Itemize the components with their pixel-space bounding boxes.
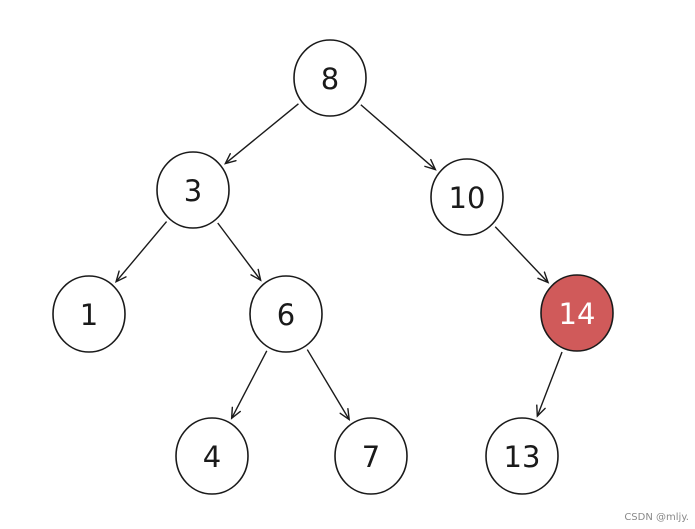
node-circle	[293, 39, 367, 117]
edge-line	[360, 104, 436, 171]
node-label: 10	[449, 181, 486, 215]
arrowhead-icon	[230, 406, 241, 420]
edge-n3-n1	[114, 221, 168, 284]
edge-line	[217, 222, 262, 281]
tree-node-4: 4	[175, 417, 249, 495]
arrowhead-icon	[339, 407, 351, 422]
tree-node-13: 13	[485, 417, 559, 495]
edge-n8-n10	[360, 104, 437, 171]
arrowhead-icon	[250, 268, 262, 282]
edge-line	[306, 349, 350, 420]
node-circle	[430, 158, 504, 236]
tree-node-8: 8	[293, 39, 367, 117]
node-label: 14	[559, 297, 596, 331]
edge-n8-n3	[224, 103, 299, 165]
node-circle	[249, 275, 323, 353]
arrowhead-icon	[424, 158, 437, 171]
tree-node-14: 14	[540, 274, 614, 352]
node-circle	[485, 417, 559, 495]
arrowhead-icon	[536, 404, 546, 418]
edge-n6-n7	[306, 349, 351, 422]
tree-node-7: 7	[334, 417, 408, 495]
nodes-layer: 8 3 10 1 6 14 4 7 13	[52, 39, 614, 495]
tree-node-10: 10	[430, 158, 504, 236]
edges-layer	[114, 103, 563, 422]
watermark-text: CSDN @mljy.	[624, 512, 689, 523]
highlighted-node-circle	[540, 274, 614, 352]
node-circle	[175, 417, 249, 495]
edge-n14-n13	[536, 351, 563, 418]
tree-node-3: 3	[156, 151, 230, 229]
edge-line	[224, 103, 299, 165]
edge-n6-n4	[230, 350, 268, 420]
edge-n10-n14	[494, 226, 550, 284]
node-label: 13	[504, 440, 541, 474]
edge-line	[536, 351, 563, 417]
tree-node-1: 1	[52, 275, 126, 353]
node-label: 4	[203, 440, 221, 474]
node-circle	[334, 417, 408, 495]
arrowhead-icon	[224, 153, 237, 165]
node-label: 3	[184, 174, 202, 208]
edge-line	[115, 221, 168, 283]
node-circle	[156, 151, 230, 229]
edge-n3-n6	[217, 222, 262, 282]
edge-line	[231, 350, 268, 419]
arrowhead-icon	[537, 271, 550, 284]
arrowhead-icon	[114, 270, 127, 284]
edge-line	[494, 226, 549, 283]
node-label: 1	[80, 298, 98, 332]
node-circle	[52, 275, 126, 353]
tree-node-6: 6	[249, 275, 323, 353]
node-label: 7	[362, 440, 380, 474]
node-label: 8	[321, 62, 339, 96]
node-label: 6	[277, 298, 295, 332]
